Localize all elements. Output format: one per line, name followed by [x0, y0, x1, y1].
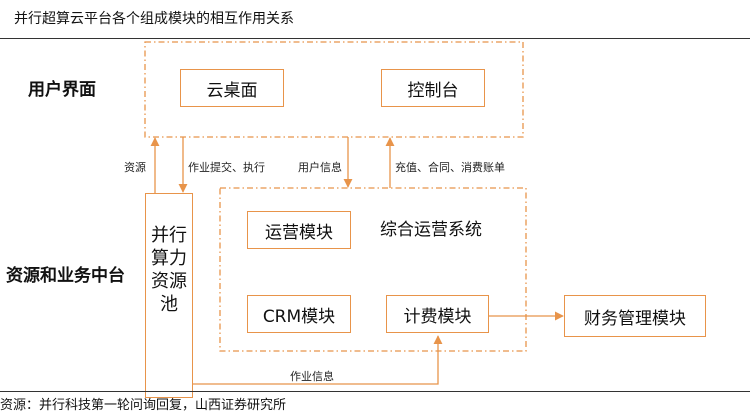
job-info-arrow	[169, 335, 443, 398]
flow-label-recharge: 充值、合同、消费账单	[395, 161, 505, 174]
source-note: 资源：并行科技第一轮问询回复，山西证券研究所	[0, 398, 287, 413]
billing-module: 计费模块	[386, 295, 489, 333]
crm-module: CRM模块	[247, 295, 351, 333]
finance-module: 财务管理模块	[564, 295, 706, 337]
page-title: 并行超算云平台各个组成模块的相互作用关系	[14, 11, 294, 27]
user-interface-group	[144, 41, 524, 138]
top-rule	[0, 38, 750, 39]
flow-label-user-info: 用户信息	[298, 161, 342, 174]
flow-label-job-info: 作业信息	[290, 370, 334, 383]
compute-pool-label: 并行算力资源池	[151, 225, 187, 315]
operations-system-label: 综合运营系统	[380, 220, 482, 240]
layer-label-user-interface: 用户界面	[28, 80, 96, 100]
console-module: 控制台	[381, 69, 485, 107]
layer-label-middle-platform: 资源和业务中台	[6, 266, 125, 286]
operations-group	[219, 187, 527, 352]
bottom-rule	[0, 391, 750, 392]
flow-label-resources: 资源	[124, 161, 146, 174]
operations-module: 运营模块	[247, 211, 351, 249]
compute-pool-module: 并行算力资源池	[145, 193, 193, 398]
flow-label-job-submit: 作业提交、执行	[188, 161, 265, 174]
cloud-desktop-module: 云桌面	[180, 69, 284, 107]
